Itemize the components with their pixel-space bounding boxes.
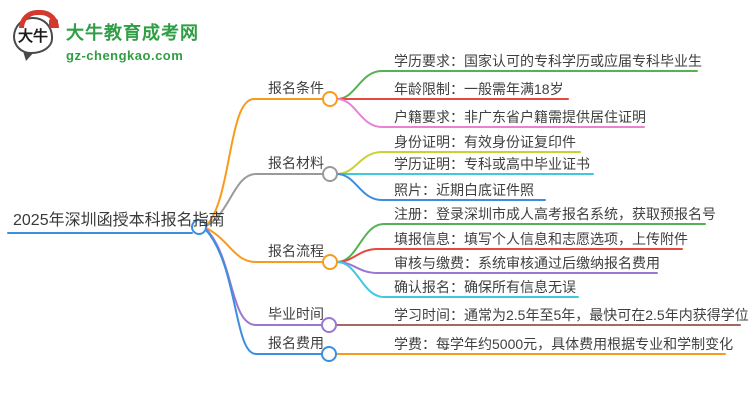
- leaf-study-time: 学习时间：通常为2.5年至5年，最快可在2.5年内获得学位: [394, 307, 749, 323]
- logo-speech-bubble-icon: 大牛: [12, 10, 59, 62]
- branch-line-materials: [205, 173, 323, 227]
- logo-icon-text: 大牛: [17, 27, 48, 45]
- brand-name: 大牛教育成考网: [66, 23, 199, 43]
- branch-line-fees: [205, 229, 322, 355]
- leaf-line-photo: [336, 173, 546, 201]
- leaf-line-residence-requirement: [336, 98, 645, 128]
- leaf-tuition: 学费：每学年约5000元，具体费用根据专业和学制变化: [394, 336, 734, 352]
- bubble-tail: [23, 51, 35, 61]
- brand-domain: gz-chengkao.com: [66, 48, 184, 63]
- leaf-line-confirm: [336, 261, 579, 298]
- brand-text: 大牛教育成考网 gz-chengkao.com: [66, 10, 199, 63]
- leaf-age-limit: 年龄限制：一般需年满18岁: [394, 81, 564, 97]
- node-circle-graduation: [321, 317, 337, 333]
- leaf-review-payment: 审核与缴费：系统审核通过后缴纳报名费用: [394, 255, 660, 271]
- site-logo: 大牛 大牛教育成考网 gz-chengkao.com: [12, 10, 199, 63]
- red-seal-icon: [49, 19, 58, 28]
- leaf-fill-info: 填报信息：填写个人信息和志愿选项，上传附件: [394, 231, 688, 247]
- branch-line-process: [205, 227, 323, 263]
- leaf-diploma-proof: 学历证明：专科或高中毕业证书: [394, 156, 590, 172]
- branch-label-process: 报名流程: [268, 243, 324, 259]
- branch-label-graduation-time: 毕业时间: [268, 306, 324, 322]
- node-circle-fees: [321, 346, 337, 362]
- branch-line-conditions: [205, 98, 323, 227]
- branch-label-materials: 报名材料: [268, 155, 324, 171]
- node-circle-conditions: [322, 91, 338, 107]
- node-circle-materials: [322, 166, 338, 182]
- node-circle-process: [322, 254, 338, 270]
- root-node-circle: [191, 219, 207, 235]
- leaf-photo: 照片：近期白底证件照: [394, 182, 534, 198]
- leaf-confirm: 确认报名：确保所有信息无误: [394, 279, 576, 295]
- leaf-register: 注册：登录深圳市成人高考报名系统，获取预报名号: [394, 206, 716, 222]
- root-title: 2025年深圳函授本科报名指南: [13, 212, 225, 229]
- branch-label-conditions: 报名条件: [268, 80, 324, 96]
- leaf-id-proof: 身份证明：有效身份证复印件: [394, 134, 576, 150]
- leaf-residence-requirement: 户籍要求：非广东省户籍需提供居住证明: [394, 109, 646, 125]
- leaf-education-requirement: 学历要求：国家认可的专科学历或应届专科毕业生: [394, 53, 702, 69]
- branch-label-fees: 报名费用: [268, 335, 324, 351]
